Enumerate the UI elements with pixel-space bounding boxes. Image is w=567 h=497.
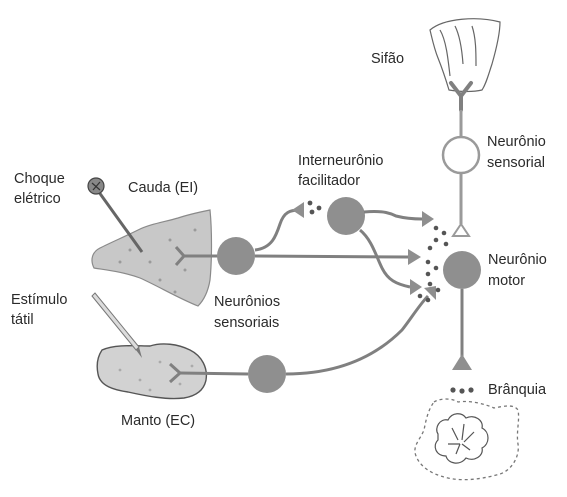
mantle-tissue: [97, 344, 206, 399]
label-electric-shock-line1: Choque: [14, 171, 65, 188]
label-motor-neuron-line2: motor: [488, 273, 547, 290]
label-electric-shock: Choque elétrico: [14, 171, 65, 208]
label-sensory-neurons: Neurônios sensoriais: [214, 294, 280, 332]
siphon-sensory-neuron: [443, 110, 479, 236]
label-siphon: Sifão: [371, 51, 404, 68]
siphon-drawing: [430, 19, 500, 92]
interneuron-input-dots: [308, 201, 322, 215]
label-electric-shock-line2: elétrico: [14, 191, 65, 208]
gill-transmitter-dots: [450, 387, 473, 393]
mantle-sensory-neuron: [170, 286, 436, 393]
label-touch-stimulus-line2: tátil: [11, 312, 67, 329]
label-siphon-sensory-neuron-line1: Neurônio: [487, 134, 546, 151]
label-siphon-sensory-neuron-line2: sensorial: [487, 155, 546, 172]
label-mantle: Manto (EC): [121, 413, 195, 430]
label-interneuron-line1: Interneurônio: [298, 153, 383, 170]
tail-tissue: [92, 210, 212, 306]
label-tail: Cauda (EI): [128, 180, 198, 197]
label-interneuron: Interneurônio facilitador: [298, 153, 383, 190]
siphon-synapse: [451, 83, 471, 110]
label-interneuron-line2: facilitador: [298, 173, 383, 190]
label-motor-neuron-line1: Neurônio: [488, 252, 547, 269]
gill-body: [435, 414, 488, 463]
label-touch-stimulus-line1: Estímulo: [11, 292, 67, 309]
label-motor-neuron: Neurônio motor: [488, 252, 547, 290]
facilitating-interneuron: [327, 197, 434, 295]
label-sensory-neurons-line2: sensoriais: [214, 315, 280, 332]
label-gill: Brânquia: [488, 382, 546, 399]
label-sensory-neurons-line1: Neurônios: [214, 294, 280, 311]
label-siphon-sensory-neuron: Neurônio sensorial: [487, 134, 546, 172]
motor-neuron: [443, 251, 481, 370]
label-touch-stimulus: Estímulo tátil: [11, 292, 67, 329]
